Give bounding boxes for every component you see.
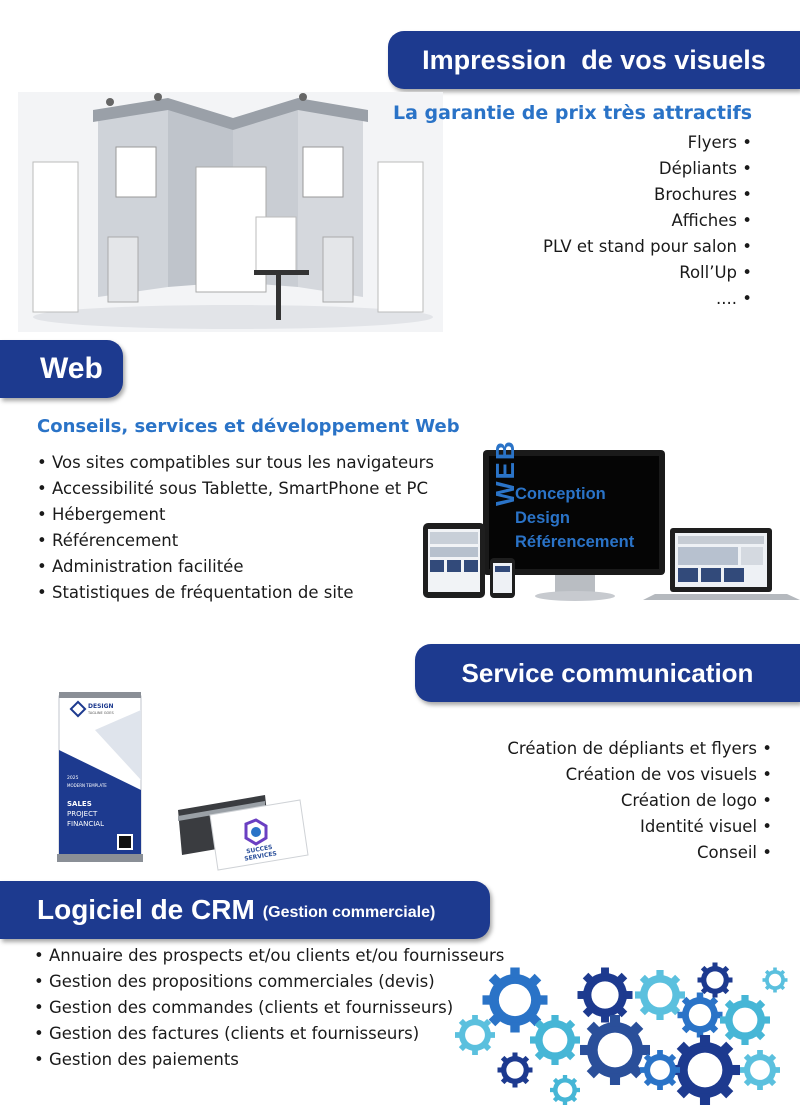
rollup-brand: DESIGN bbox=[88, 703, 114, 710]
devices-image: WEB Conception Design Référencement bbox=[415, 439, 800, 606]
list-item: Affiches • bbox=[671, 211, 753, 230]
list-item: • Hébergement bbox=[37, 505, 166, 524]
list-item: Roll’Up • bbox=[679, 263, 752, 282]
monitor-line: Référencement bbox=[515, 533, 635, 551]
list-item: Brochures • bbox=[654, 185, 752, 204]
rollup-banner-image: DESIGN TAGLINE GOES 2025 MODERN TEMPLATE… bbox=[55, 690, 145, 870]
web-vertical-label: WEB bbox=[490, 439, 520, 506]
rollup-project: PROJECT bbox=[67, 810, 98, 818]
web-subtitle: Conseils, services et développement Web bbox=[37, 416, 460, 437]
impression-banner: Impression de vos visuels bbox=[388, 31, 800, 89]
rollup-financial: FINANCIAL bbox=[67, 820, 104, 828]
list-item: • Gestion des factures (clients et fourn… bbox=[34, 1024, 420, 1043]
crm-title: Logiciel de CRM bbox=[37, 894, 255, 925]
crm-title-small: (Gestion commerciale) bbox=[262, 904, 436, 921]
list-item: • Référencement bbox=[37, 531, 179, 550]
list-item: • Accessibilité sous Tablette, SmartPhon… bbox=[37, 479, 428, 498]
list-item: • Gestion des commandes (clients et four… bbox=[34, 998, 454, 1017]
monitor-line: Design bbox=[515, 509, 571, 527]
exhibition-stand-image bbox=[18, 92, 443, 332]
impression-subtitle: La garantie de prix très attractifs bbox=[393, 102, 753, 124]
communication-title: Service communication bbox=[461, 657, 754, 688]
list-item: Création de logo • bbox=[620, 791, 772, 810]
monitor-line: Conception bbox=[515, 485, 606, 503]
list-item: • Vos sites compatibles sur tous les nav… bbox=[37, 453, 434, 472]
crm-list: • Annuaire des prospects et/ou clients e… bbox=[34, 943, 504, 1073]
list-item: Identité visuel • bbox=[640, 817, 772, 836]
list-item: PLV et stand pour salon • bbox=[543, 237, 752, 256]
list-item: .... • bbox=[716, 289, 752, 308]
list-item: Flyers • bbox=[687, 133, 752, 152]
monitor-text: Conception Design Référencement bbox=[515, 482, 634, 554]
rollup-modern: MODERN TEMPLATE bbox=[67, 783, 107, 788]
impression-title: Impression de vos visuels bbox=[422, 44, 766, 75]
list-item: Conseil • bbox=[697, 843, 772, 862]
web-title: Web bbox=[40, 352, 103, 385]
list-item: Dépliants • bbox=[658, 159, 752, 178]
business-card-image: SUCCES SERVICES bbox=[170, 790, 310, 875]
gears-image bbox=[455, 960, 800, 1110]
list-item: Création de dépliants et flyers • bbox=[507, 739, 772, 758]
rollup-tagline: TAGLINE GOES bbox=[88, 711, 114, 715]
rollup-year: 2025 bbox=[67, 776, 79, 781]
list-item: • Administration facilitée bbox=[37, 557, 244, 576]
web-banner: Web bbox=[0, 340, 123, 398]
impression-list: Flyers • Dépliants • Brochures • Affiche… bbox=[543, 130, 752, 312]
rollup-sales: SALES bbox=[67, 800, 92, 808]
communication-banner: Service communication bbox=[415, 644, 800, 702]
list-item: Création de vos visuels • bbox=[565, 765, 772, 784]
web-list: • Vos sites compatibles sur tous les nav… bbox=[37, 450, 434, 606]
list-item: • Gestion des propositions commerciales … bbox=[34, 972, 435, 991]
crm-banner: Logiciel de CRM (Gestion commerciale) bbox=[0, 881, 490, 939]
list-item: • Annuaire des prospects et/ou clients e… bbox=[34, 946, 505, 965]
list-item: • Gestion des paiements bbox=[34, 1050, 239, 1069]
communication-list: Création de dépliants et flyers • Créati… bbox=[507, 736, 772, 866]
list-item: • Statistiques de fréquentation de site bbox=[37, 583, 354, 602]
